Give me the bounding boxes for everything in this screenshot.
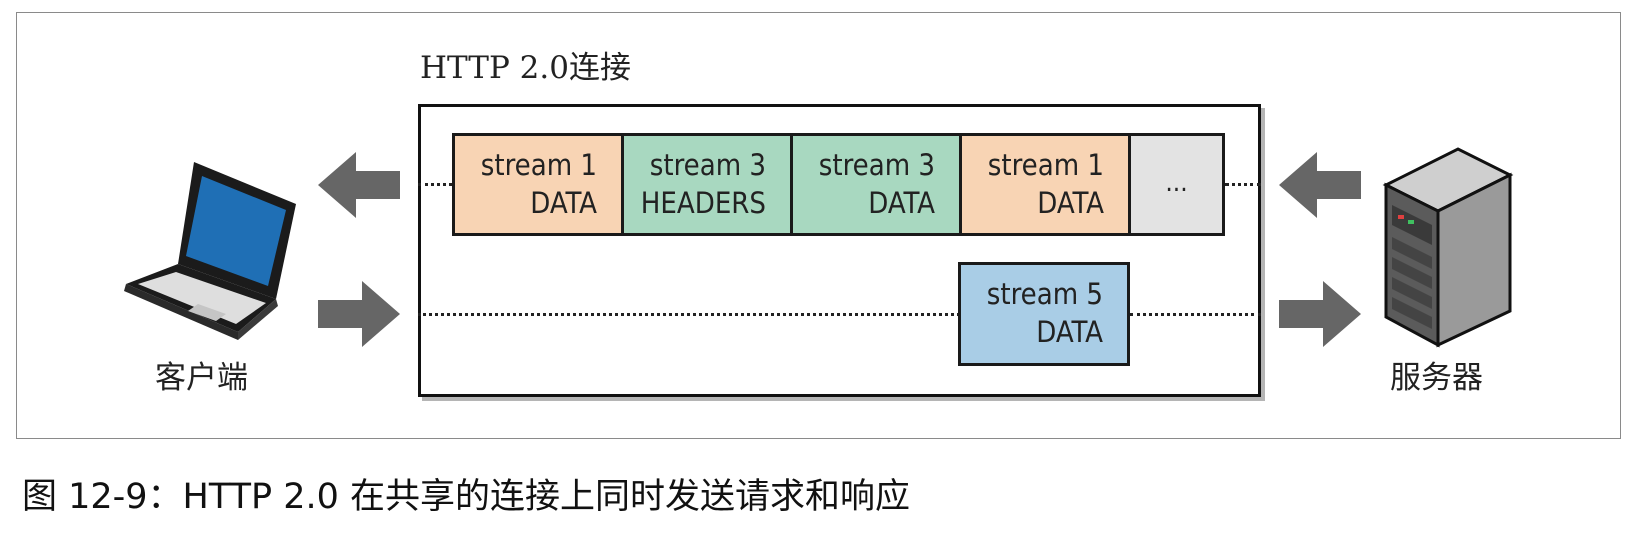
frame-line2: HEADERS [640, 186, 766, 220]
client-label: 客户端 [155, 360, 248, 396]
frame-line1: stream 1 [987, 148, 1104, 182]
frame-line2: DATA [1037, 186, 1104, 220]
arrow-right-to-server-icon [1279, 281, 1361, 347]
frame-more: ... [1128, 133, 1225, 236]
frame-line1: stream 3 [649, 148, 766, 182]
connection-title: HTTP 2.0连接 [420, 50, 631, 86]
frame-line2: DATA [1036, 315, 1103, 349]
frame-line1: stream 3 [818, 148, 935, 182]
frame-line2: DATA [868, 186, 935, 220]
frame-line1: stream 5 [986, 277, 1103, 311]
bottom-dotted-line-left [418, 313, 960, 316]
bottom-dotted-line-right [1130, 313, 1261, 316]
frame-stream1-data-b: stream 1 DATA [959, 133, 1131, 236]
top-dotted-line-left [418, 183, 452, 186]
figure-caption: 图 12-9：HTTP 2.0 在共享的连接上同时发送请求和响应 [22, 477, 911, 517]
frame-line2: DATA [530, 186, 597, 220]
frame-stream1-data-a: stream 1 DATA [452, 133, 624, 236]
frame-more-text: ... [1165, 168, 1188, 198]
server-tower-icon [1382, 147, 1514, 348]
server-label: 服务器 [1390, 360, 1483, 396]
frame-stream5-data: stream 5 DATA [958, 262, 1130, 366]
laptop-icon [124, 162, 296, 340]
frame-line1: stream 1 [480, 148, 597, 182]
frame-stream3-data: stream 3 DATA [790, 133, 962, 236]
figure-frame [16, 12, 1621, 439]
arrow-left-to-client-icon [318, 152, 400, 218]
frame-stream3-headers: stream 3 HEADERS [621, 133, 793, 236]
top-dotted-line-right [1225, 183, 1261, 186]
arrow-right-from-client-icon [318, 281, 400, 347]
arrow-left-from-server-icon [1279, 152, 1361, 218]
